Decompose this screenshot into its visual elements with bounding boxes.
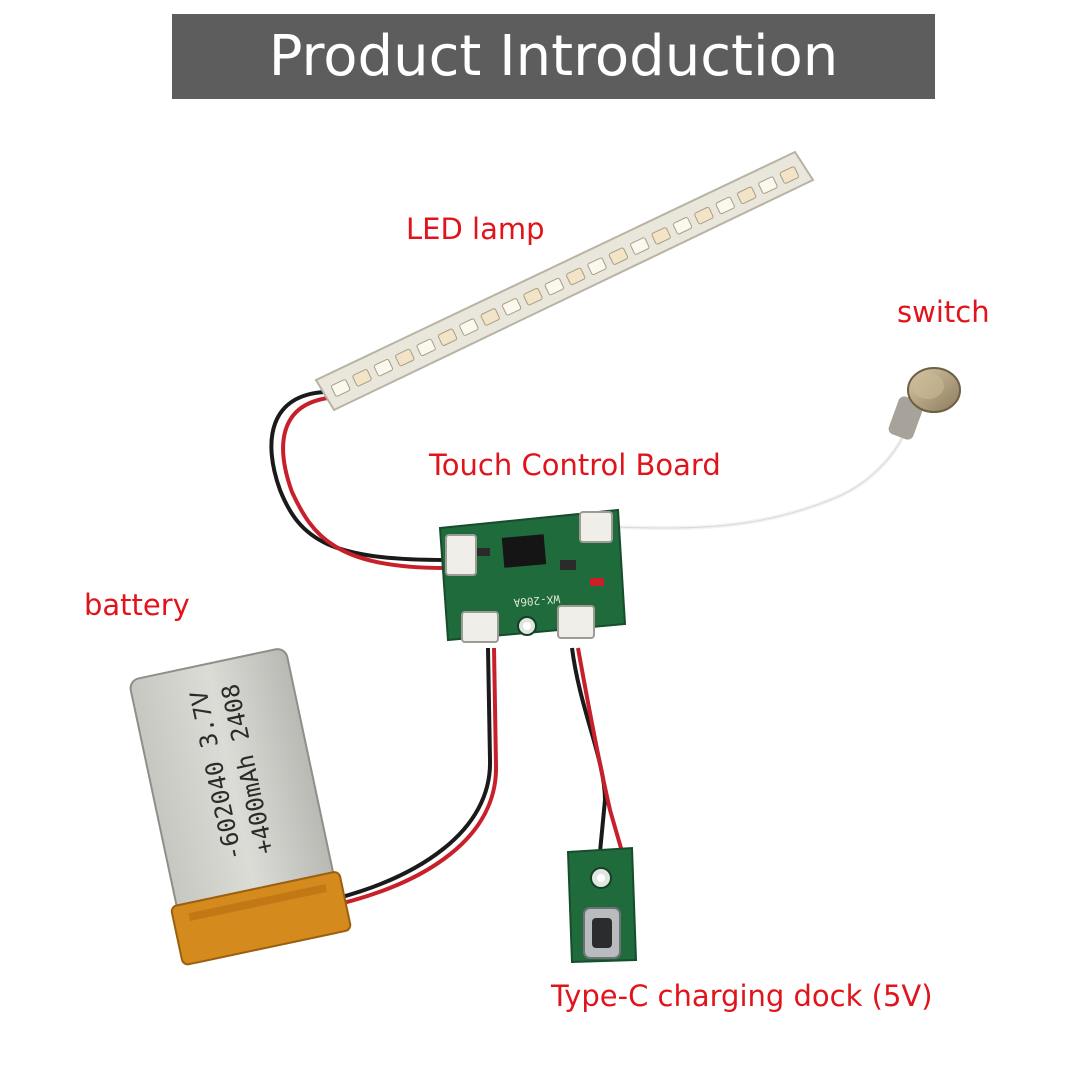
led-chip	[608, 247, 629, 265]
dock-wire	[570, 647, 627, 863]
label-touch-control-board: Touch Control Board	[429, 448, 721, 482]
led-chip	[373, 358, 394, 377]
touch-switch	[888, 367, 961, 440]
battery-wire	[317, 647, 499, 910]
led-chip	[501, 298, 522, 316]
led-chip	[630, 237, 650, 255]
led-chip	[544, 277, 564, 296]
title-banner: Product Introduction	[172, 14, 935, 99]
led-chip	[779, 166, 799, 184]
touch-control-board: WX-206A	[438, 508, 627, 643]
led-chip	[352, 369, 372, 387]
led-chip	[715, 196, 735, 215]
banner-title: Product Introduction	[268, 23, 839, 89]
led-chip	[523, 288, 543, 306]
led-chip	[672, 217, 693, 235]
lipo-battery: -602040 3.7V +400mAh 2408	[129, 648, 352, 966]
label-battery: battery	[84, 588, 190, 622]
led-chip	[416, 338, 436, 357]
led-chip	[694, 206, 714, 225]
led-chip	[395, 348, 415, 367]
board-model-print: WX-206A	[513, 592, 561, 609]
led-chip	[736, 186, 757, 205]
label-switch: switch	[897, 295, 990, 329]
led-strip	[314, 150, 815, 412]
led-chip	[459, 318, 479, 336]
label-type-c-charging-dock: Type-C charging dock (5V)	[551, 979, 933, 1013]
led-chip	[758, 176, 778, 194]
led-chip	[587, 257, 607, 275]
led-chip	[331, 379, 351, 397]
type-c-dock	[566, 846, 638, 964]
led-wire	[269, 390, 446, 570]
led-chip	[480, 308, 500, 326]
led-chip	[651, 227, 671, 245]
led-chip	[437, 328, 458, 346]
label-led-lamp: LED lamp	[406, 212, 545, 246]
led-chip	[566, 267, 586, 286]
